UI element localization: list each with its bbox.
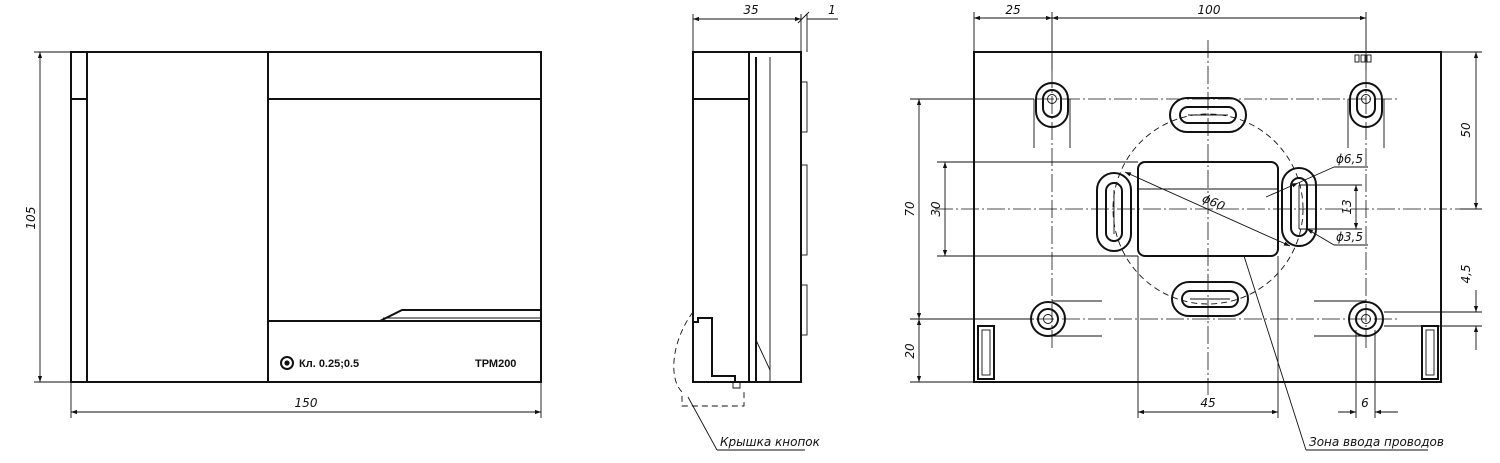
back-bottom-dimension-45: 45 <box>1137 256 1279 418</box>
dim-45-label: 45 <box>1200 396 1215 410</box>
bottom-left-latch <box>977 325 995 380</box>
back-right-dimension-4-5: 4,5 <box>1384 264 1482 350</box>
side-cover-hidden-area <box>673 311 745 407</box>
back-view: 25 100 50 4,5 70 <box>903 3 1482 451</box>
front-button-cover <box>379 309 541 322</box>
dim-4-5-label: 4,5 <box>1459 264 1473 283</box>
back-right-dimension-50: 50 <box>1441 51 1482 210</box>
lower-left-mounting-slot <box>1030 300 1102 337</box>
back-tab <box>1366 54 1372 63</box>
back-left-dimension-70: 70 <box>903 98 1034 320</box>
front-view: Кл. 0.25;0.5 ТРМ200 150 105 <box>24 51 542 418</box>
back-bottom-dimension-6: 6 <box>1338 330 1398 418</box>
back-tab <box>1360 54 1366 63</box>
side-body-outline <box>692 51 802 383</box>
side-view: 35 1 Крышка кнопок <box>673 3 838 451</box>
back-left-dimension-30: 30 <box>929 161 1138 257</box>
bottom-right-latch <box>1421 325 1439 380</box>
dim-left-offset-label: 25 <box>1005 3 1020 17</box>
dim-phi60-label: ϕ60 <box>1200 191 1227 213</box>
dim-30-label: 30 <box>929 201 943 217</box>
slot-left <box>1096 172 1132 252</box>
dim-phi3-5: ϕ3,5 <box>1306 228 1368 246</box>
side-depth-dimension: 35 1 <box>692 3 838 52</box>
dim-phi3-5-label: ϕ3,5 <box>1336 230 1363 244</box>
brand-logo-icon <box>280 356 294 370</box>
model-label: ТРМ200 <box>475 358 516 370</box>
back-body-outline <box>973 51 1442 383</box>
upper-right-mounting-slot <box>1347 82 1385 148</box>
front-width-dimension: 150 <box>70 382 542 418</box>
slot-top <box>1169 97 1247 133</box>
side-button-cover <box>693 317 736 382</box>
side-cover-detail <box>732 382 741 389</box>
side-connector-3 <box>800 284 808 336</box>
back-left-dimension-20: 20 <box>903 319 974 383</box>
wire-entry-zone-callout-label: Зона ввода проводов <box>1309 435 1444 449</box>
dim-hole-spacing-label: 100 <box>1198 3 1221 17</box>
back-tab <box>1354 54 1360 63</box>
front-width-label: 150 <box>295 396 318 410</box>
slot-bottom <box>1171 281 1249 317</box>
dim-20-label: 20 <box>903 343 917 359</box>
side-cover-slope <box>755 339 771 371</box>
dim-13: 13 <box>1299 184 1362 230</box>
slot-right <box>1281 167 1317 247</box>
dim-13-label: 13 <box>1340 199 1354 214</box>
dim-6-label: 6 <box>1361 396 1369 410</box>
upper-left-mounting-slot <box>1033 82 1071 148</box>
side-connector-1 <box>800 81 808 133</box>
front-body-outline <box>70 51 542 383</box>
front-height-dimension: 105 <box>24 51 71 383</box>
wire-entry-zone-circle <box>1112 113 1304 305</box>
side-depth-label: 35 <box>743 3 758 17</box>
dim-50-label: 50 <box>1459 122 1473 138</box>
lower-right-mounting-slot <box>1314 300 1384 337</box>
button-cover-callout-label: Крышка кнопок <box>720 435 821 449</box>
dim-70-label: 70 <box>903 201 917 217</box>
dim-phi6-5: ϕ6,5 <box>1265 152 1368 198</box>
front-height-label: 105 <box>24 207 38 230</box>
side-connector-2 <box>800 164 808 256</box>
side-offset-label: 1 <box>828 3 836 17</box>
wire-entry-zone-callout: Зона ввода проводов <box>1243 255 1444 451</box>
back-top-dimensions: 25 100 <box>973 3 1367 70</box>
dim-phi6-5-label: ϕ6,5 <box>1336 152 1363 166</box>
button-cover-callout: Крышка кнопок <box>687 396 821 451</box>
accuracy-class-label: Кл. 0.25;0.5 <box>299 358 359 370</box>
